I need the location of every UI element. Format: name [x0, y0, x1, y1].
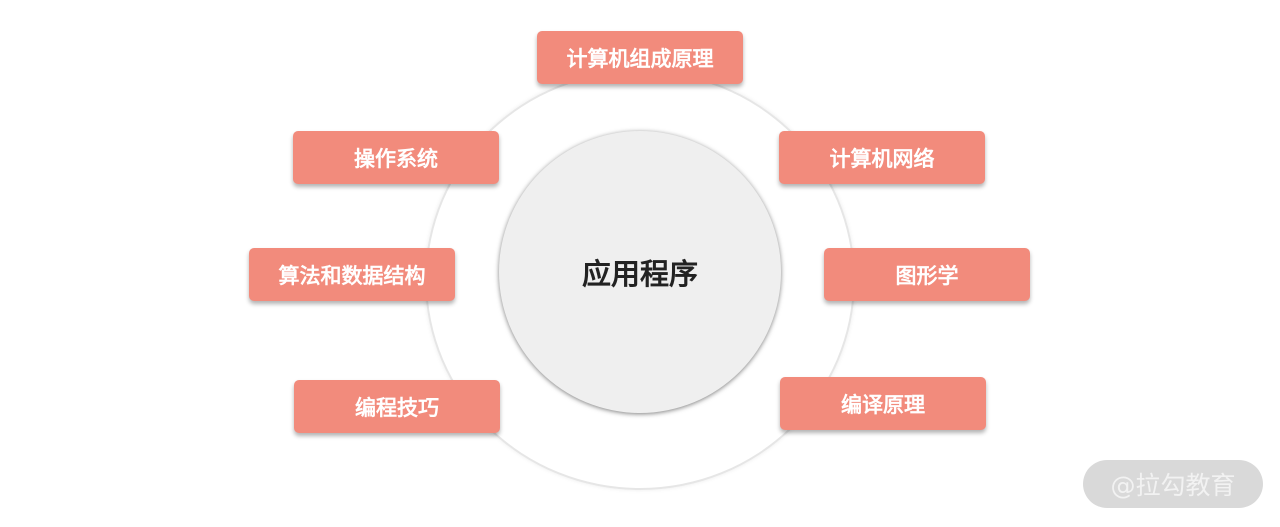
topic-algorithms: 算法和数据结构: [249, 248, 455, 301]
watermark: @拉勾教育: [1083, 460, 1263, 508]
topic-compiler: 编译原理: [780, 377, 986, 430]
center-circle: 应用程序: [499, 131, 781, 413]
center-label: 应用程序: [581, 257, 698, 291]
topic-computer-network: 计算机网络: [779, 131, 985, 184]
topic-computer-organization: 计算机组成原理: [537, 31, 743, 84]
topic-programming-skills: 编程技巧: [294, 380, 500, 433]
topic-operating-system: 操作系统: [293, 131, 499, 184]
topic-graphics: 图形学: [824, 248, 1030, 301]
